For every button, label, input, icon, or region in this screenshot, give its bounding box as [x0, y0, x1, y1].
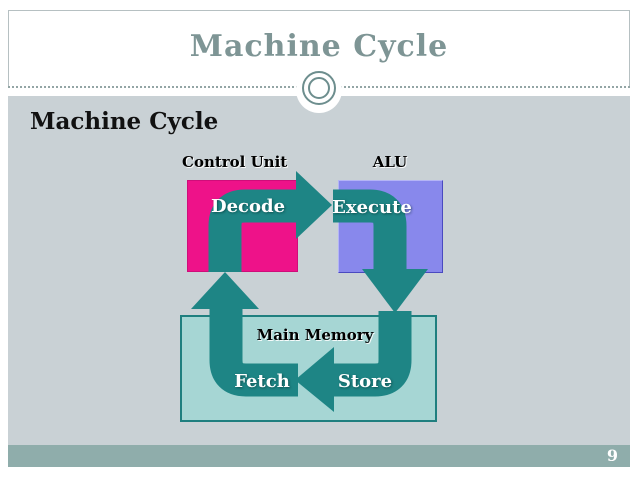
decode-to-execute-arrowhead — [296, 171, 332, 239]
page-number: 9 — [606, 446, 618, 465]
decode-arrow-shaft — [208, 189, 298, 272]
store-arrow-shaft — [332, 311, 412, 397]
slide-title: Machine Cycle — [189, 28, 449, 64]
store-to-fetch-arrowhead — [295, 347, 334, 412]
cycle-arrows — [191, 171, 428, 412]
decode-step-label: Decode — [210, 196, 286, 217]
footer-bar: 9 — [8, 445, 630, 467]
execute-step-label: Execute — [332, 197, 412, 218]
ornament-circle-icon — [302, 71, 336, 105]
fetch-step-label: Fetch — [234, 371, 290, 392]
slide-subtitle: Machine Cycle — [30, 108, 219, 135]
store-step-label: Store — [337, 371, 393, 392]
execute-to-store-arrowhead — [362, 269, 428, 313]
fetch-arrow-shaft — [209, 309, 298, 397]
ornament-inner-ring — [308, 77, 330, 99]
control-unit-label: Control Unit — [182, 153, 288, 171]
execute-arrow-shaft — [333, 189, 407, 274]
fetch-to-decode-arrowhead — [191, 272, 259, 309]
alu-label: ALU — [372, 153, 408, 171]
main-memory-label: Main Memory — [256, 326, 374, 344]
machine-cycle-diagram: Control Unit ALU Main Memory Decode Exec… — [170, 150, 460, 435]
